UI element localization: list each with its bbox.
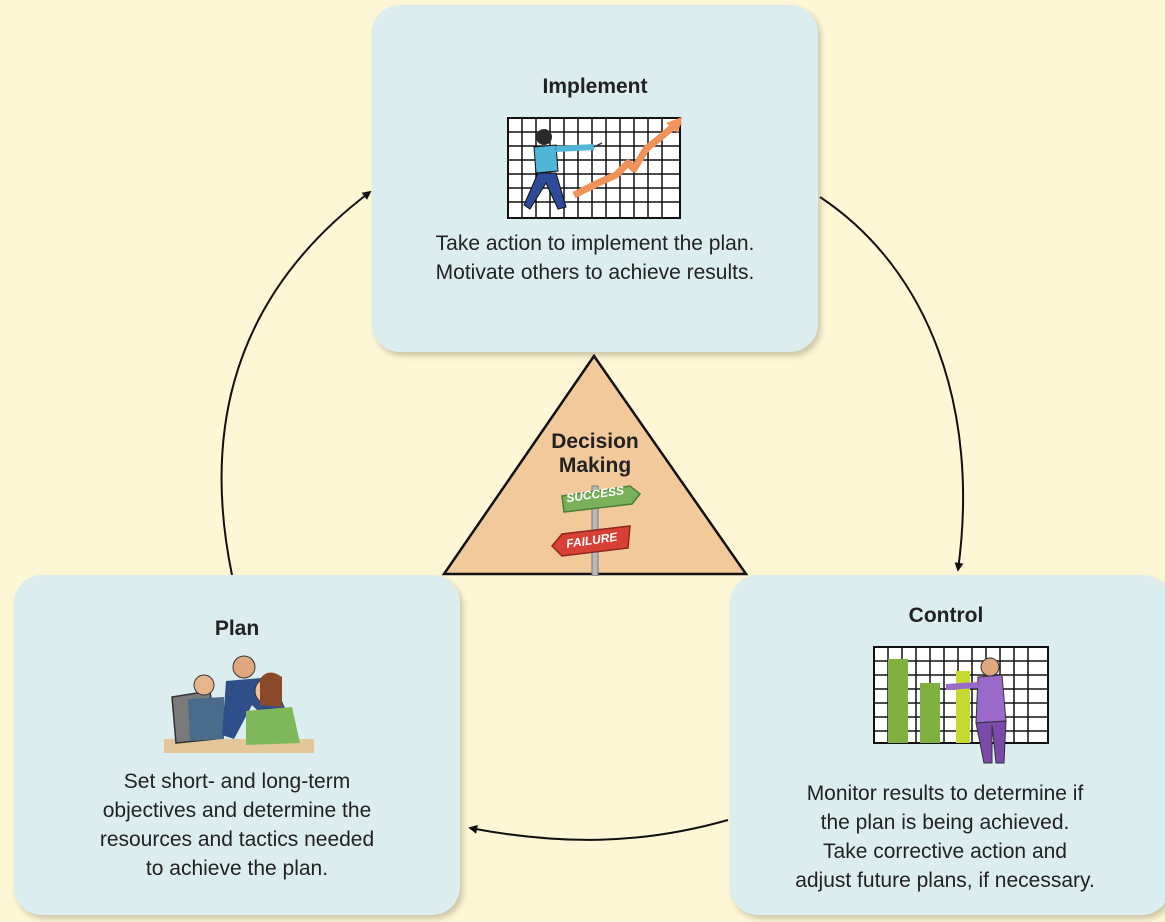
team-at-computer-icon [164, 655, 314, 753]
plan-description: Set short- and long-term objectives and … [99, 770, 375, 880]
arrow-implement-to-control [819, 196, 965, 572]
control-description: Monitor results to determine if the plan… [795, 782, 1095, 892]
signpost-icon [550, 485, 642, 576]
implement-box: Implement Take action to implement the p… [372, 5, 818, 352]
implement-title: Implement [542, 75, 648, 98]
control-box: Control Monitor results to determine if … [730, 575, 1165, 915]
plan-title: Plan [214, 617, 260, 640]
plan-box: Plan Set short- and long-term objectives… [14, 575, 460, 915]
decision-making-label: Decision Making [551, 430, 639, 477]
control-title: Control [908, 604, 984, 627]
presenter-bar-chart-icon [873, 646, 1049, 764]
arrow-control-to-plan [468, 819, 729, 841]
presenter-rising-chart-icon [507, 117, 683, 219]
arrow-plan-to-implement [220, 190, 372, 576]
implement-description: Take action to implement the plan. Motiv… [435, 232, 755, 284]
